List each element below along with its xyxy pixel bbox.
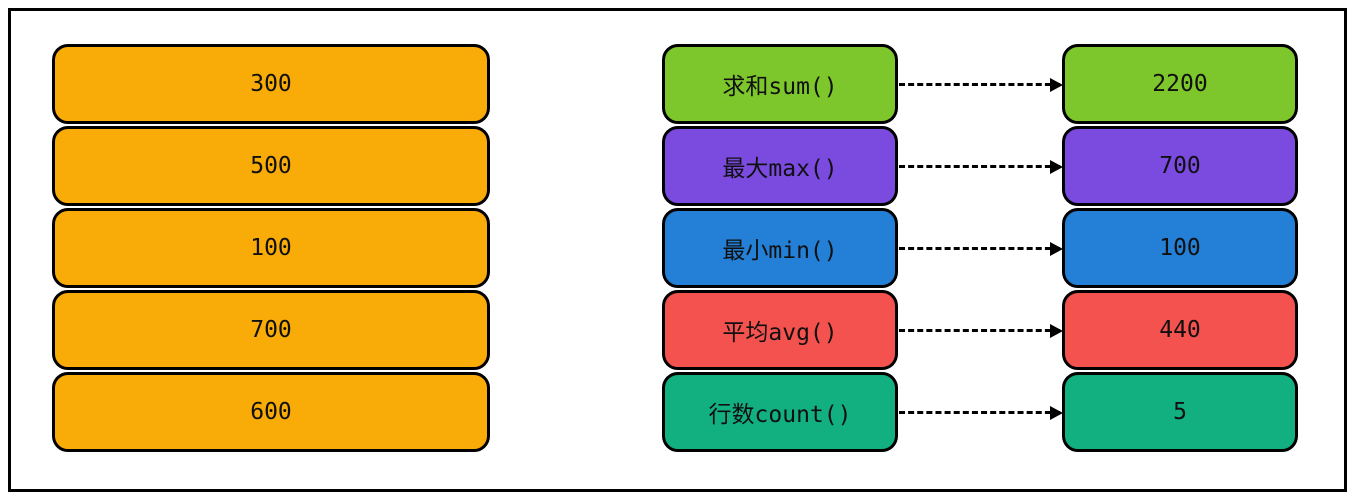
- function-box-sum: 求和sum(): [662, 44, 898, 124]
- result-box-sum: 2200: [1062, 44, 1298, 124]
- arrow-slot: [899, 208, 1063, 288]
- source-value-box: 500: [52, 126, 490, 206]
- dashed-arrow-icon: [899, 241, 1063, 256]
- function-box-avg: 平均avg(): [662, 290, 898, 370]
- dashed-arrow-icon: [899, 323, 1063, 338]
- result-box-count: 5: [1062, 372, 1298, 452]
- source-values-column: 300 500 100 700 600: [52, 44, 490, 452]
- function-column: 求和sum() 最大max() 最小min() 平均avg() 行数count(…: [662, 44, 898, 452]
- source-value-box: 100: [52, 208, 490, 288]
- result-column: 2200 700 100 440 5: [1062, 44, 1298, 452]
- arrow-slot: [899, 372, 1063, 452]
- function-box-max: 最大max(): [662, 126, 898, 206]
- dashed-arrow-icon: [899, 405, 1063, 420]
- arrow-slot: [899, 44, 1063, 124]
- dashed-arrow-icon: [899, 77, 1063, 92]
- source-value-box: 700: [52, 290, 490, 370]
- result-box-max: 700: [1062, 126, 1298, 206]
- dashed-arrow-icon: [899, 159, 1063, 174]
- arrow-slot: [899, 126, 1063, 206]
- arrows-column: [899, 44, 1063, 452]
- result-box-min: 100: [1062, 208, 1298, 288]
- source-value-box: 300: [52, 44, 490, 124]
- result-box-avg: 440: [1062, 290, 1298, 370]
- arrow-slot: [899, 290, 1063, 370]
- source-value-box: 600: [52, 372, 490, 452]
- function-box-min: 最小min(): [662, 208, 898, 288]
- function-box-count: 行数count(): [662, 372, 898, 452]
